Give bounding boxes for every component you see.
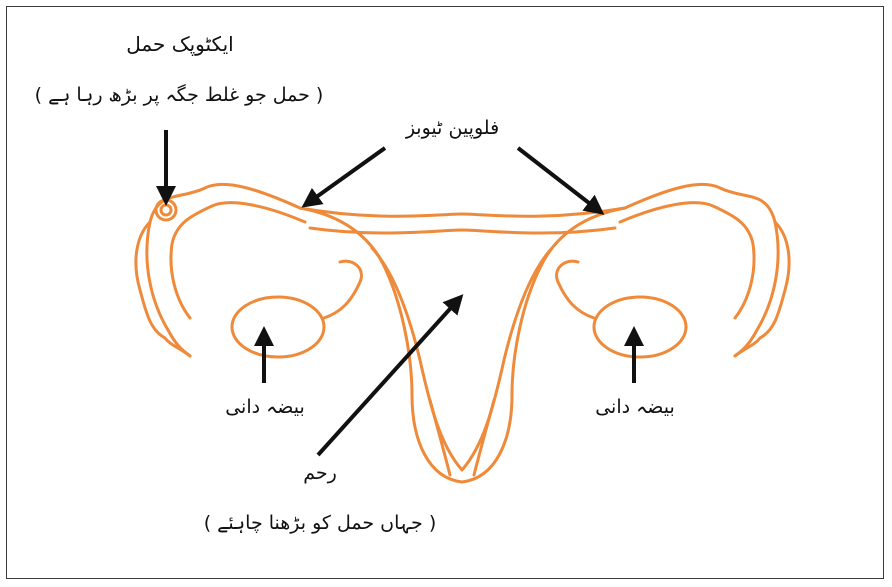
cervix-line-right	[474, 400, 494, 475]
ovary-label-right: بیضہ دانی	[570, 396, 700, 418]
arrow-left-tube	[308, 148, 385, 203]
ectopic-sac-inner	[161, 205, 171, 215]
left-ovary	[232, 297, 324, 357]
right-ovary-ligament	[557, 261, 594, 318]
arrow-uterus	[318, 300, 458, 455]
uterus-inner	[372, 248, 552, 470]
fallopian-tubes-label: فلوپین ٹیوبز	[365, 117, 540, 139]
ectopic-note: ( حمل جو غلط جگہ پر بڑھ رہا ہے )	[14, 84, 344, 106]
right-tube-inner	[620, 203, 754, 318]
left-tube-inner	[171, 203, 305, 318]
fundus-band-top	[300, 208, 625, 216]
cervix-line-left	[430, 400, 450, 475]
uterus-outer	[300, 208, 625, 482]
right-ovary	[594, 297, 686, 357]
arrow-right-tube	[518, 148, 598, 210]
ovary-label-left: بیضہ دانی	[200, 396, 330, 418]
uterus-label: رحم	[240, 462, 400, 484]
left-ovary-ligament	[324, 261, 361, 318]
ectopic-title: ایکٹوپک حمل	[100, 32, 260, 56]
organ-outline	[136, 184, 789, 482]
uterus-note: ( جہاں حمل کو بڑھنا چاہئے )	[160, 512, 480, 534]
ectopic-sac-outer	[156, 200, 176, 220]
right-fimbriae	[735, 222, 789, 356]
left-fimbriae	[136, 222, 190, 356]
